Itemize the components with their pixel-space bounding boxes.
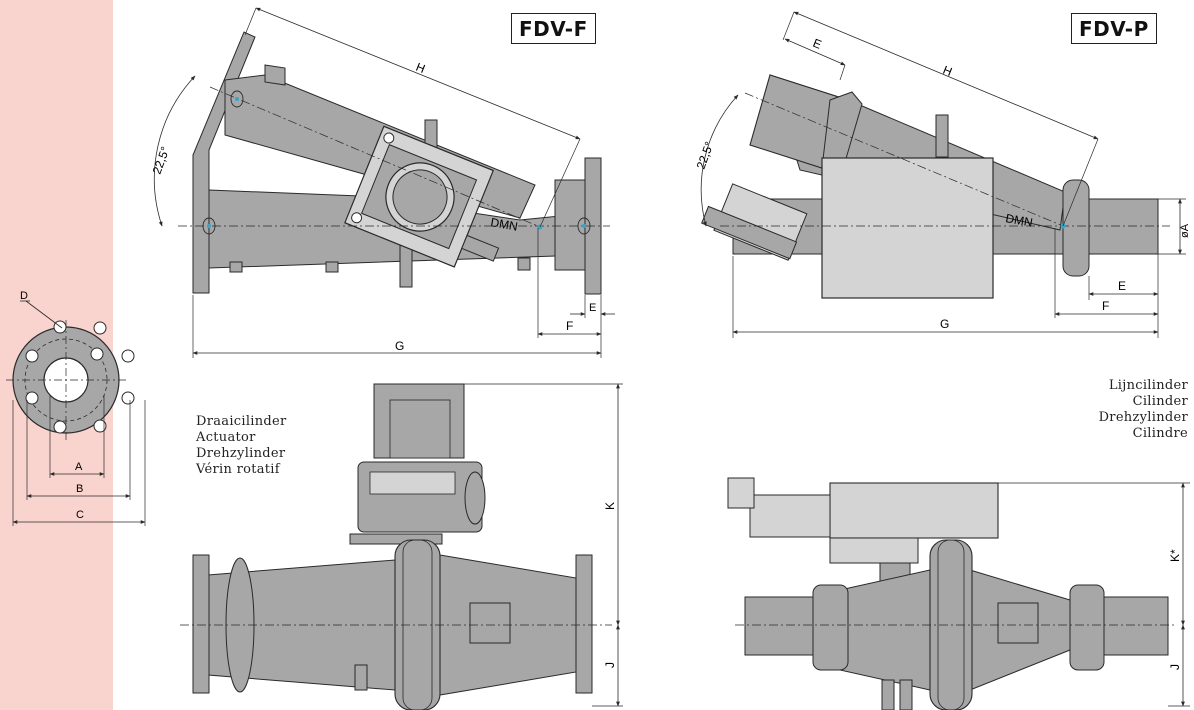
fdvf-dim-k: K bbox=[603, 502, 617, 510]
fdvp-dim-f: F bbox=[1102, 299, 1109, 313]
cylinder-label: Drehzylinder bbox=[1098, 410, 1188, 425]
actuator-label-list: Draaicilinder Actuator Drehzylinder Véri… bbox=[196, 414, 287, 478]
cylinder-label: Cilindre bbox=[1132, 426, 1188, 441]
dim-label-b: B bbox=[76, 483, 83, 495]
fdvf-side-view: K J bbox=[180, 383, 623, 710]
flange-front-view: D A B C bbox=[6, 290, 146, 526]
fdvf-dim-j: J bbox=[603, 662, 617, 668]
cylinder-label: Cilinder bbox=[1132, 394, 1188, 409]
fdvp-angle-label: 22,5° bbox=[694, 140, 717, 171]
dim-label-d: D bbox=[20, 290, 28, 302]
fdvf-angle-label: 22,5° bbox=[150, 145, 173, 176]
fdvf-dim-f: F bbox=[566, 319, 573, 333]
fdvp-dim-h: H bbox=[941, 63, 954, 79]
model-label-fdvf: FDV-F bbox=[511, 13, 596, 44]
actuator-label: Draaicilinder bbox=[196, 414, 287, 429]
fdvp-dim-oa: øA bbox=[1179, 223, 1191, 238]
fdvf-top-view: DMN H 22,5° G F E bbox=[150, 7, 615, 358]
dim-label-a: A bbox=[75, 461, 83, 473]
actuator-label: Drehzylinder bbox=[196, 446, 286, 461]
cylinder-label: Lijncilinder bbox=[1108, 378, 1188, 393]
fdvp-dim-e: E bbox=[1118, 279, 1126, 293]
fdvp-dmn-label: DMN bbox=[1004, 211, 1033, 230]
dim-label-c: C bbox=[76, 509, 84, 521]
fdvp-dim-g: G bbox=[940, 317, 949, 331]
fdvf-dmn-label: DMN bbox=[489, 215, 518, 234]
actuator-label: Vérin rotatif bbox=[196, 462, 280, 477]
fdvp-top-view: DMN H E 22,5° øA E F G bbox=[694, 11, 1191, 338]
model-label-fdvp: FDV-P bbox=[1071, 13, 1157, 44]
fdvf-dim-g: G bbox=[395, 339, 404, 353]
fdvf-dim-e: E bbox=[589, 302, 596, 314]
actuator-label: Actuator bbox=[196, 430, 256, 445]
fdvf-dim-h: H bbox=[414, 60, 427, 76]
fdvp-dim-e-top: E bbox=[811, 36, 824, 52]
fdvp-dim-k-star: K* bbox=[1168, 549, 1182, 562]
fdvp-dim-j: J bbox=[1168, 664, 1182, 670]
cylinder-label-list: Lijncilinder Cilinder Drehzylinder Cilin… bbox=[1099, 378, 1188, 442]
fdvf-actuator-top bbox=[344, 125, 500, 268]
fdvp-side-view: K* J bbox=[727, 477, 1190, 710]
